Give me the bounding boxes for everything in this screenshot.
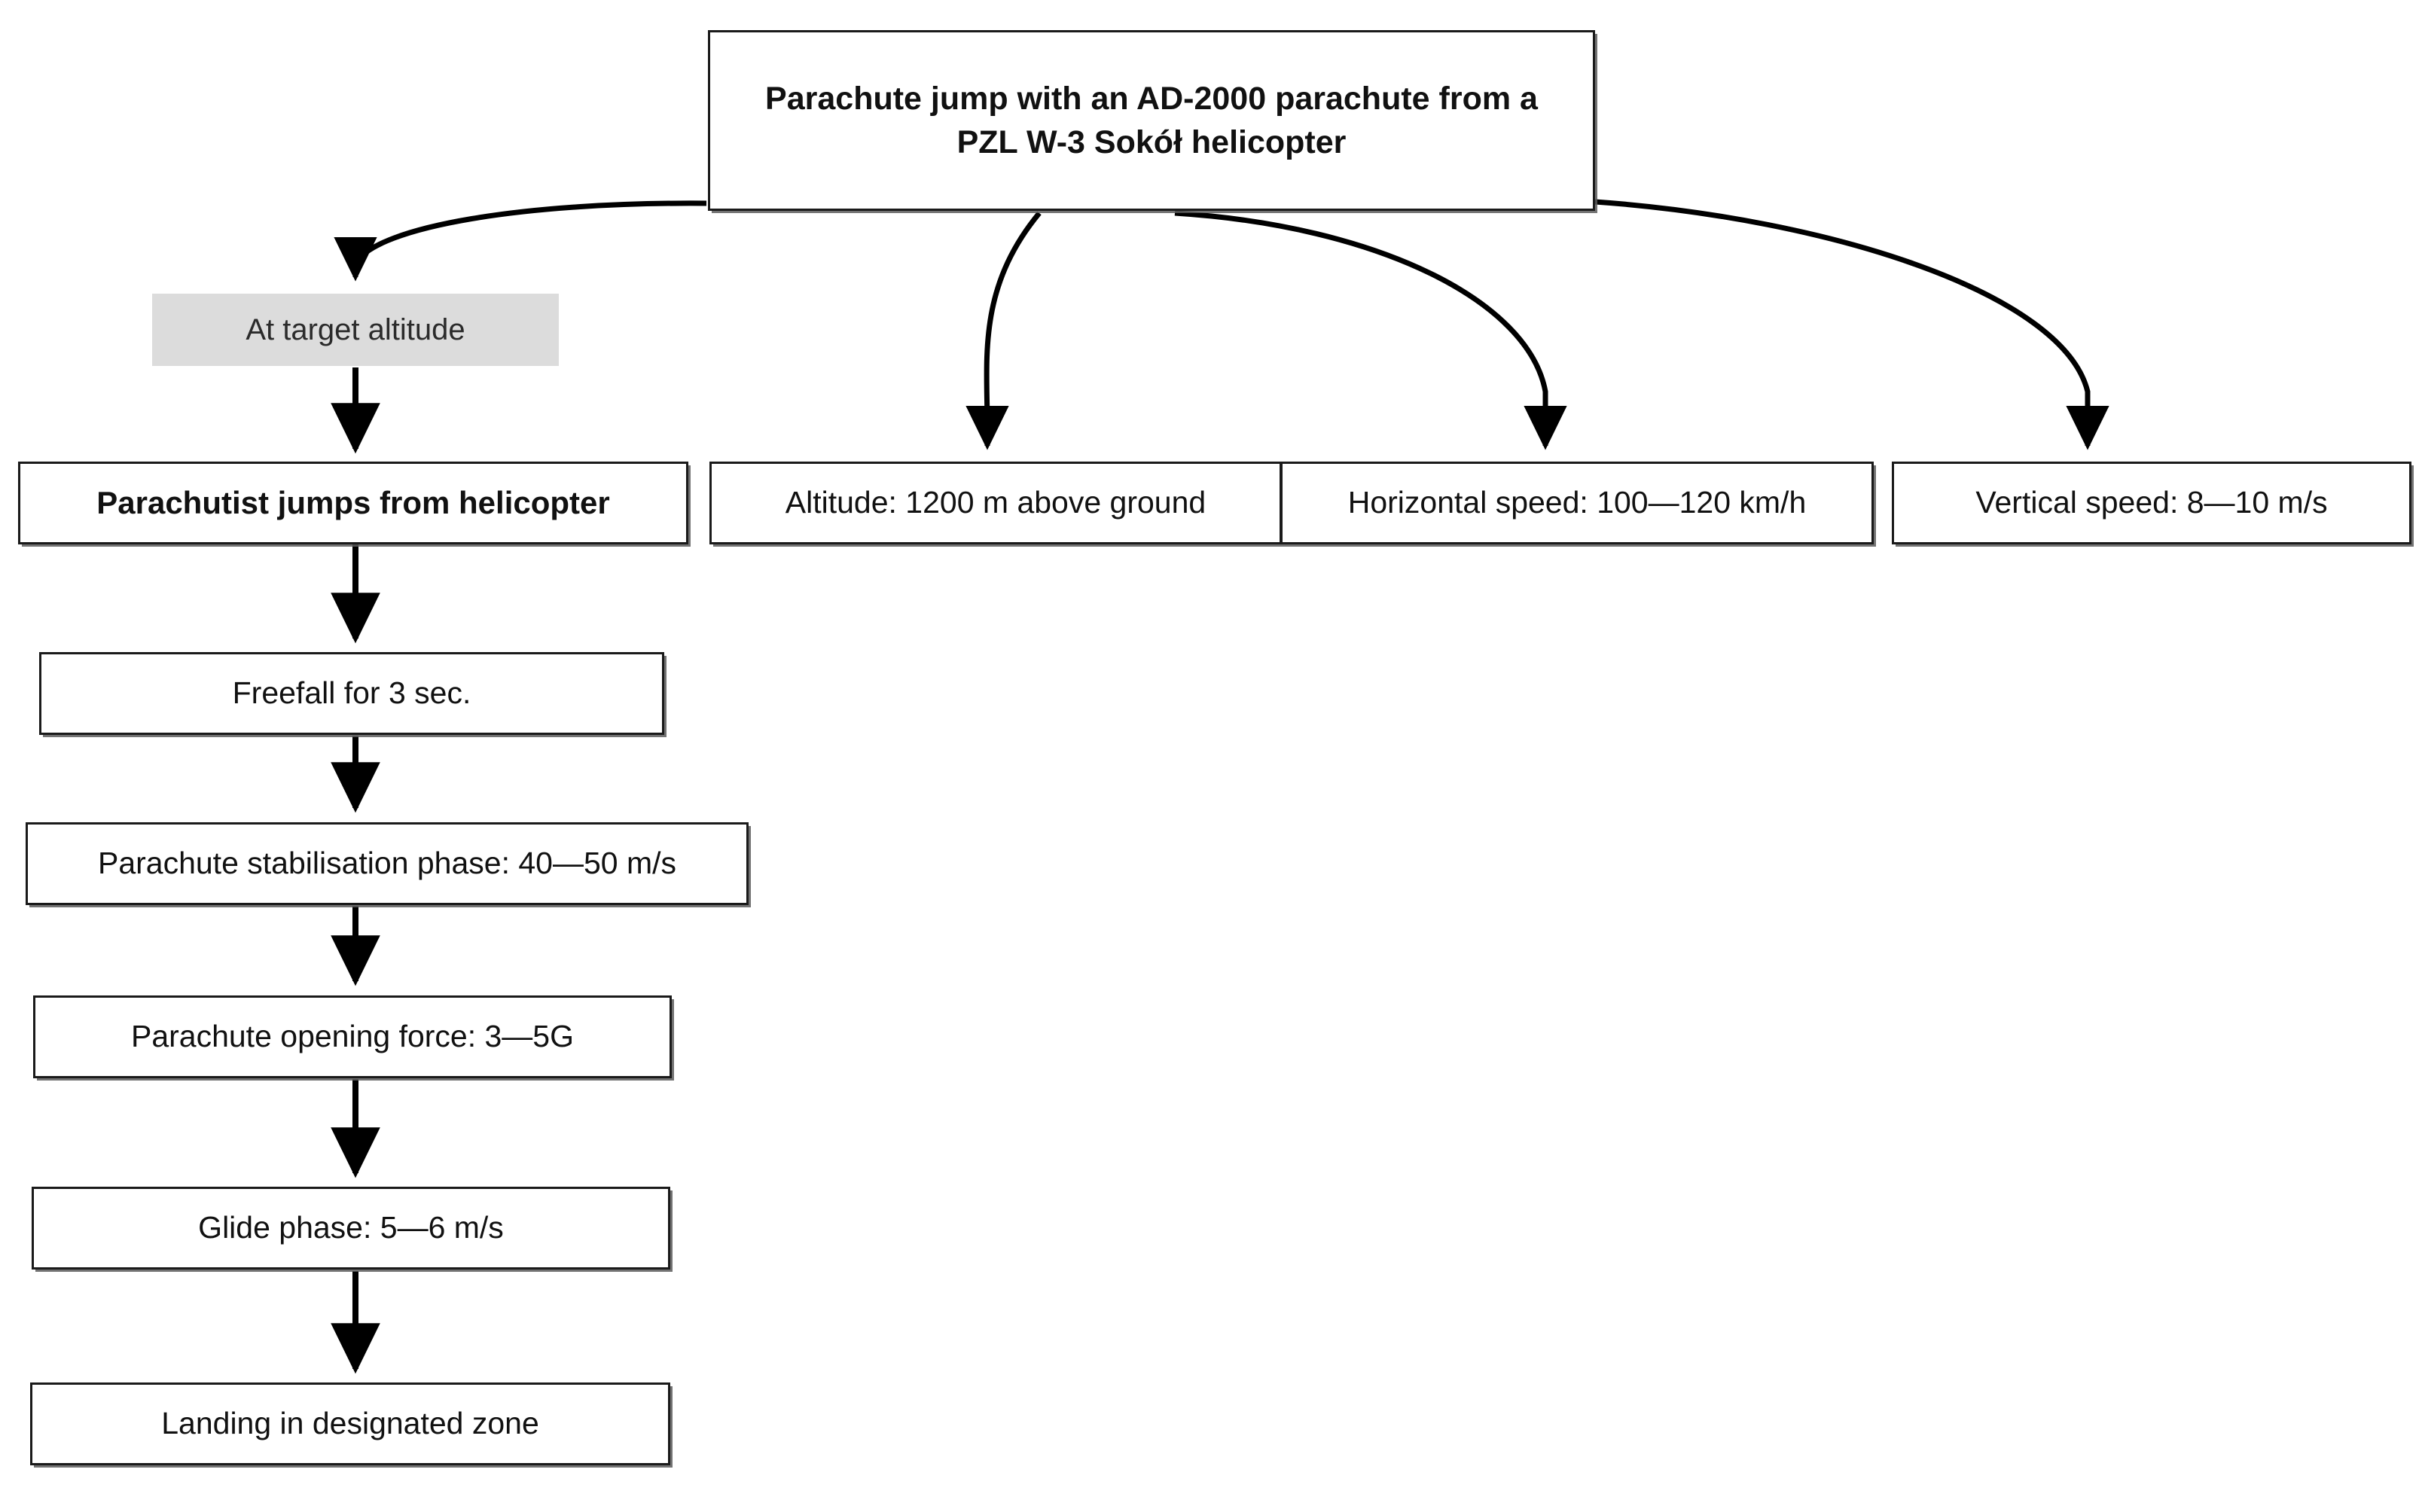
node-landing-label: Landing in designated zone — [161, 1406, 539, 1441]
node-parachutist-jumps[interactable]: Parachutist jumps from helicopter — [18, 462, 688, 544]
node-altitude-label: Altitude: 1200 m above ground — [785, 485, 1206, 520]
node-freefall-label: Freefall for 3 sec. — [232, 675, 471, 711]
node-at-target-altitude[interactable]: At target altitude — [152, 294, 559, 366]
node-horizontal-speed[interactable]: Horizontal speed: 100—120 km/h — [1280, 462, 1874, 544]
node-stabilisation-phase-label: Parachute stabilisation phase: 40—50 m/s — [97, 846, 677, 881]
node-root[interactable]: Parachute jump with an AD-2000 parachute… — [708, 30, 1595, 211]
node-glide-phase-label: Glide phase: 5—6 m/s — [198, 1210, 504, 1245]
node-at-target-altitude-label: At target altitude — [246, 313, 465, 346]
node-opening-force[interactable]: Parachute opening force: 3—5G — [33, 995, 672, 1078]
edge-root-to-vertical-speed — [1594, 199, 2109, 450]
node-glide-phase[interactable]: Glide phase: 5—6 m/s — [32, 1187, 670, 1270]
node-root-line2: PZL W-3 Sokół helicopter — [956, 124, 1347, 160]
node-freefall[interactable]: Freefall for 3 sec. — [39, 652, 664, 735]
node-root-label: Parachute jump with an AD-2000 parachute… — [710, 77, 1593, 164]
edge-root-to-target-altitude — [334, 200, 707, 282]
node-landing[interactable]: Landing in designated zone — [30, 1382, 670, 1465]
node-vertical-speed[interactable]: Vertical speed: 8—10 m/s — [1892, 462, 2411, 544]
edge-root-to-altitude — [965, 211, 1042, 450]
node-stabilisation-phase[interactable]: Parachute stabilisation phase: 40—50 m/s — [26, 822, 749, 905]
node-vertical-speed-label: Vertical speed: 8—10 m/s — [1975, 485, 2328, 520]
node-horizontal-speed-label: Horizontal speed: 100—120 km/h — [1347, 485, 1807, 520]
edge-root-to-horizontal-speed — [1174, 210, 1567, 450]
node-altitude[interactable]: Altitude: 1200 m above ground — [709, 462, 1282, 544]
node-parachutist-jumps-label: Parachutist jumps from helicopter — [96, 484, 610, 520]
node-root-line1: Parachute jump with an AD-2000 parachute… — [765, 80, 1538, 117]
node-opening-force-label: Parachute opening force: 3—5G — [130, 1019, 575, 1054]
